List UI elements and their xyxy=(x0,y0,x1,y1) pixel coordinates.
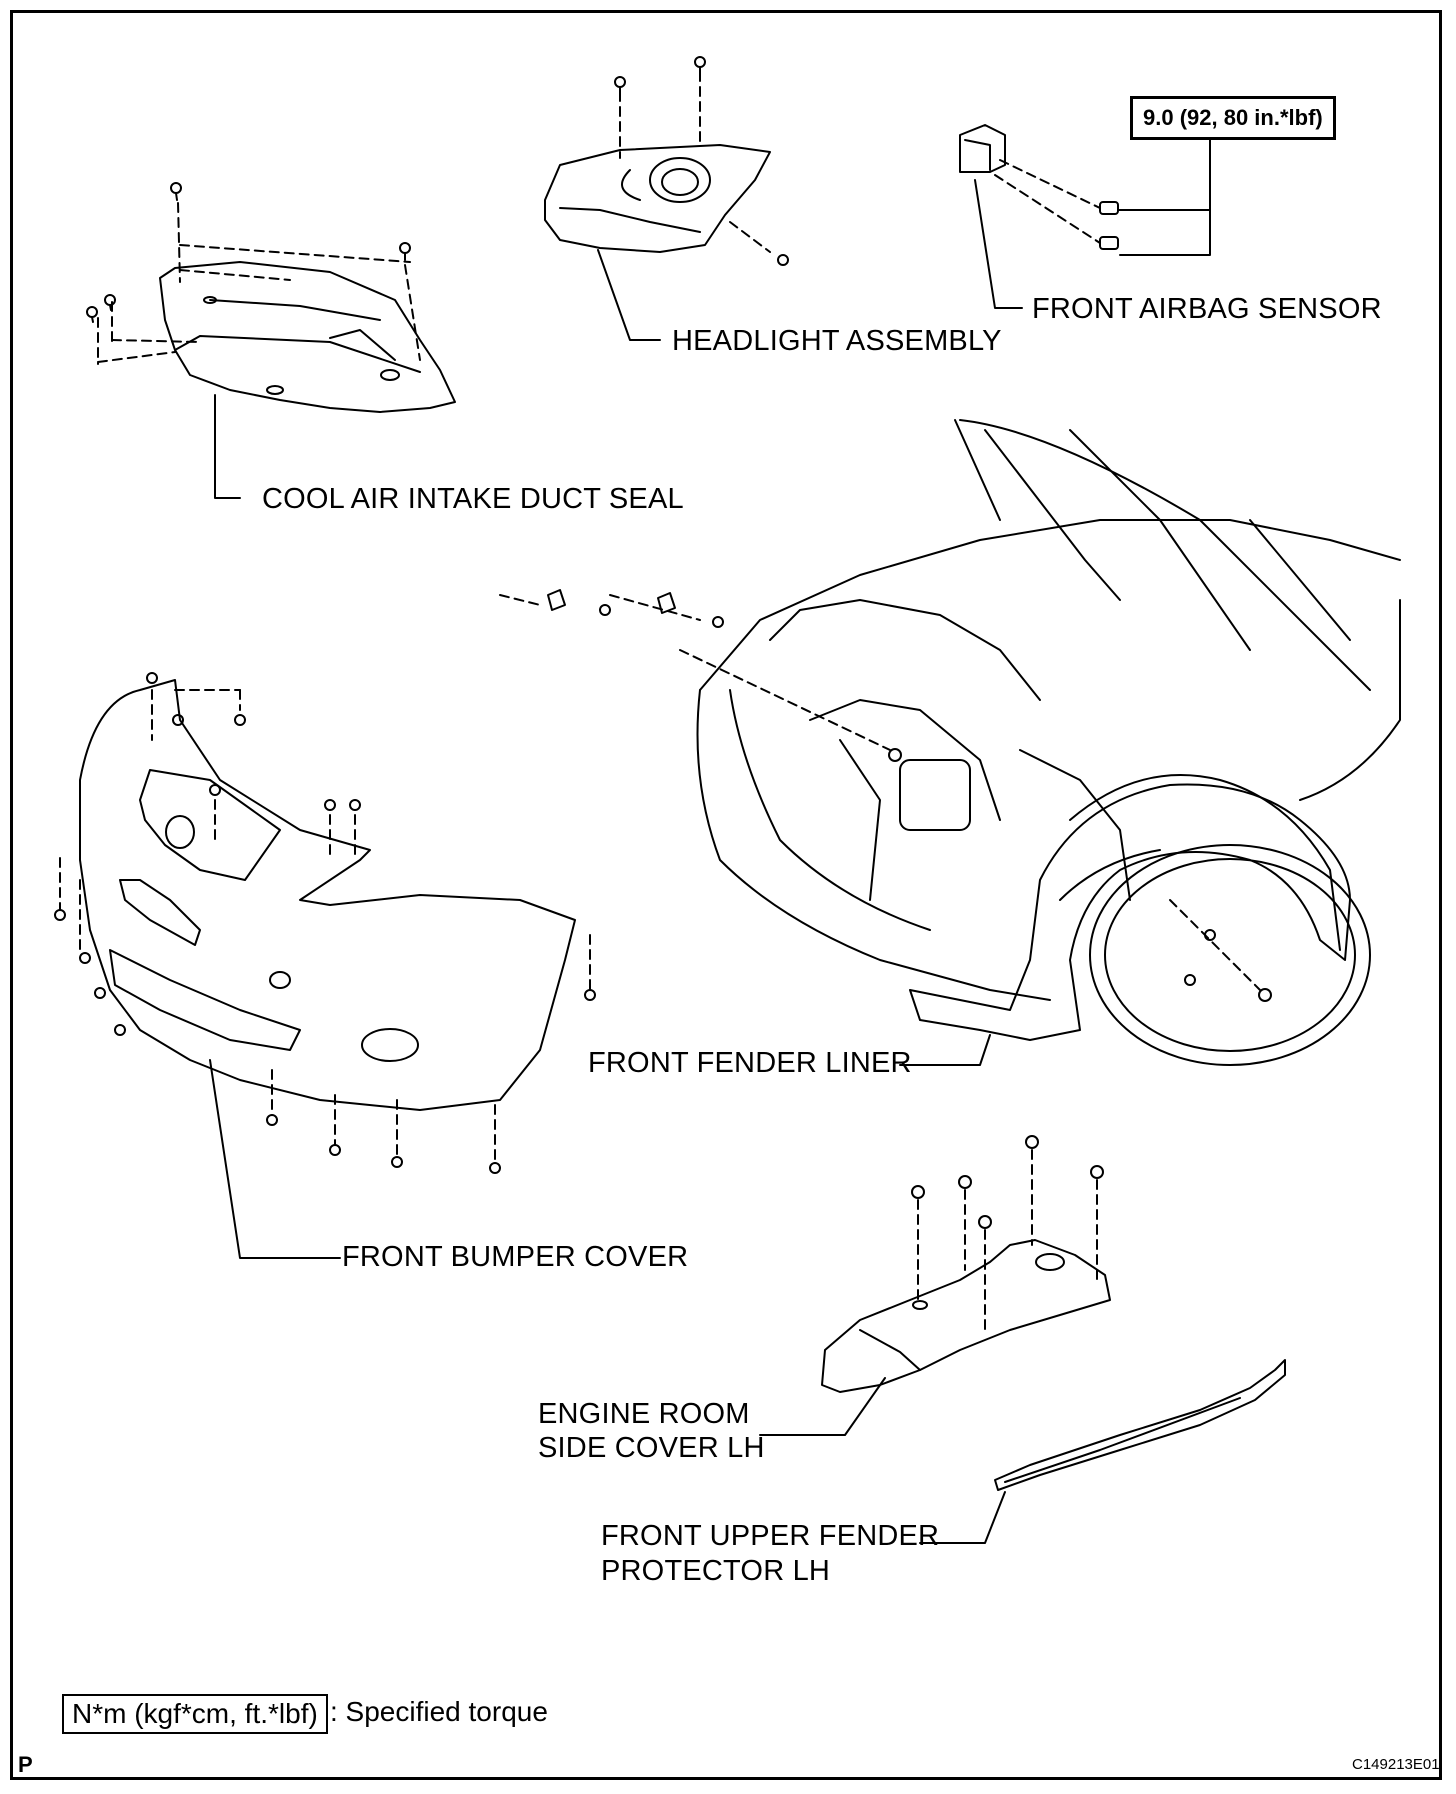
label-front-fender-liner: FRONT FENDER LINER xyxy=(588,1047,912,1079)
airbag-sensor-bolts xyxy=(1099,201,1119,250)
side-cover-clips xyxy=(911,1135,1104,1229)
label-engine-room-side-cover-lh-2: SIDE COVER LH xyxy=(538,1432,765,1464)
front-bumper-cover-part xyxy=(54,672,596,1259)
fender-liner-clips xyxy=(547,589,1272,1002)
cool-air-intake-duct-seal-part xyxy=(86,182,456,499)
front-fender-liner-part xyxy=(499,589,1351,1066)
bumper-fasteners xyxy=(54,672,596,1174)
corner-letter: P xyxy=(18,1752,33,1777)
label-headlight-assembly: HEADLIGHT ASSEMBLY xyxy=(672,325,1002,357)
label-front-upper-fender-protector-lh-2: PROTECTOR LH xyxy=(601,1555,831,1587)
front-airbag-sensor-part xyxy=(959,124,1211,309)
torque-spec-airbag-sensor: 9.0 (92, 80 in.*lbf) xyxy=(1130,96,1336,140)
torque-legend-description: : Specified torque xyxy=(330,1696,548,1727)
torque-legend-unit-box: N*m (kgf*cm, ft.*lbf) xyxy=(62,1694,328,1734)
label-engine-room-side-cover-lh-1: ENGINE ROOM xyxy=(538,1398,750,1430)
duct-seal-clips xyxy=(86,182,411,323)
figure-code: C149213E01 xyxy=(1352,1756,1440,1773)
label-cool-air-intake-duct-seal: COOL AIR INTAKE DUCT SEAL xyxy=(262,483,684,515)
front-upper-fender-protector-lh-part xyxy=(919,1359,1286,1544)
headlight-assembly-part xyxy=(544,56,789,341)
label-front-upper-fender-protector-lh-1: FRONT UPPER FENDER xyxy=(601,1520,940,1552)
engine-room-side-cover-lh-part xyxy=(759,1135,1111,1436)
label-front-bumper-cover: FRONT BUMPER COVER xyxy=(342,1241,689,1273)
label-front-airbag-sensor: FRONT AIRBAG SENSOR xyxy=(1032,293,1382,325)
headlight-bolts xyxy=(614,56,789,266)
vehicle-front-body xyxy=(696,419,1401,1066)
diagram-frame xyxy=(10,10,1442,1780)
